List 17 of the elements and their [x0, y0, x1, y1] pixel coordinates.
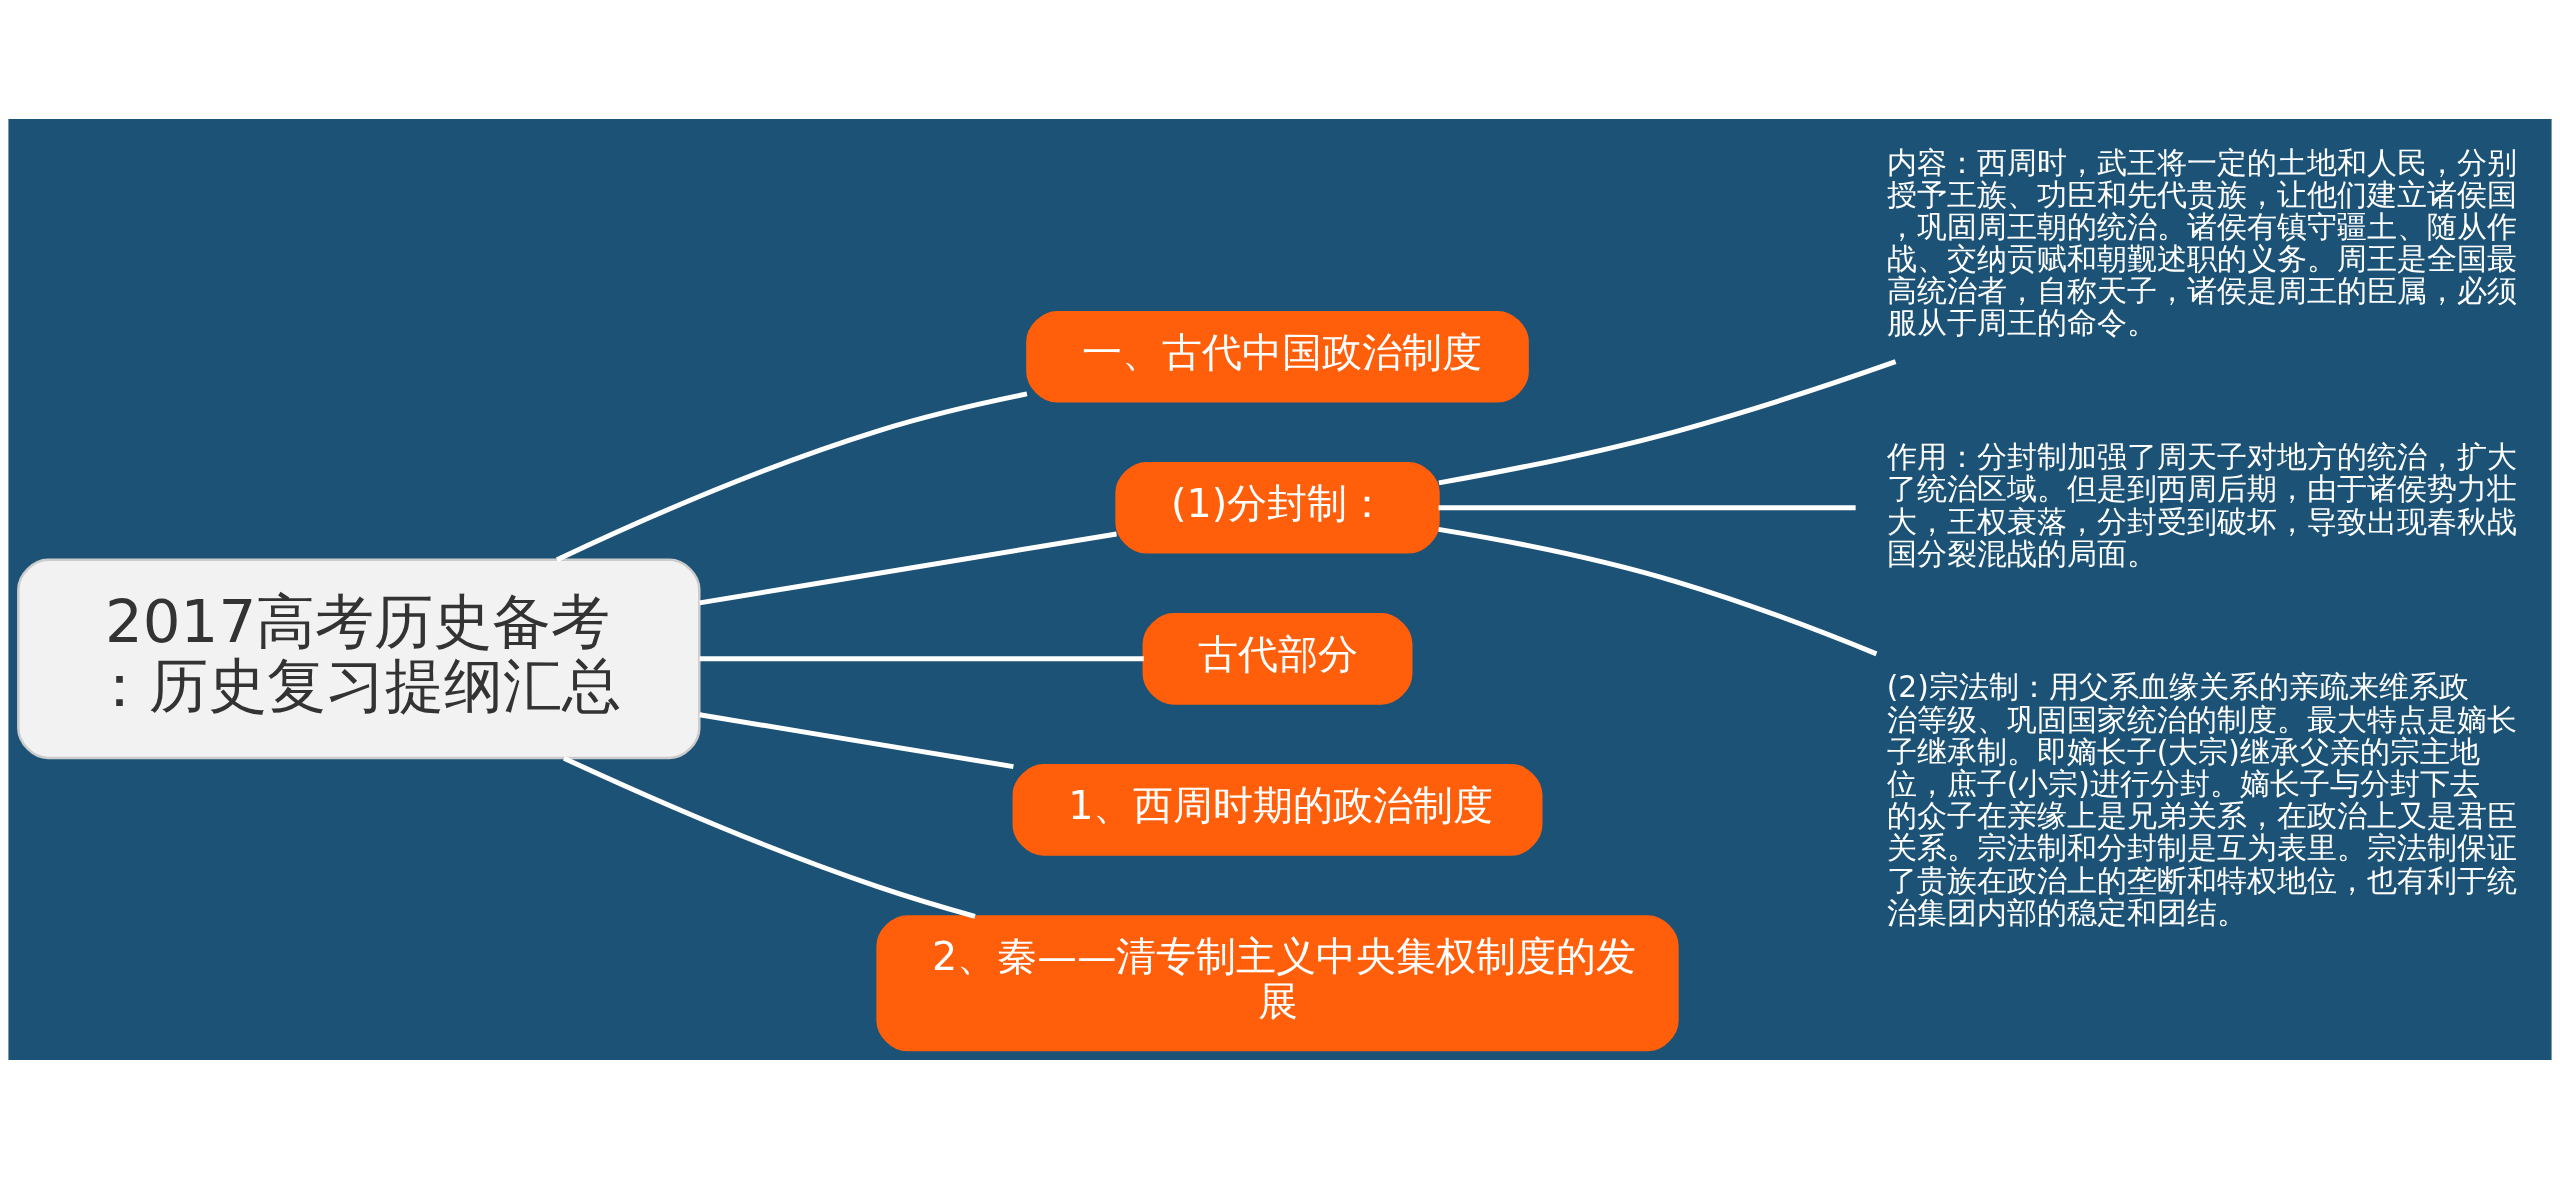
connector — [1438, 526, 1878, 657]
connector — [699, 712, 1014, 770]
connector — [1438, 359, 1897, 486]
connector — [562, 756, 976, 919]
connector — [1438, 505, 1856, 511]
connector — [555, 391, 1028, 562]
node-text: 内容：西周时，武王将一定的土地和人民，分别授予王族、功臣和先代贵族，让他们建立诸侯国，巩固周王朝的统治。诸侯有镇守疆土、随从作战、交纳贡赋和朝觐述职的义务。周王是全国最高统治者，自称天子，诸侯是周王的臣属，必须服从于周王的命令。 — [1886, 144, 2517, 341]
node-box: 一、古代中国政治制度 — [1026, 310, 1529, 403]
node-box: 2017高考历史备考：历史复习提纲汇总 — [17, 558, 701, 760]
connector — [699, 656, 1144, 662]
node-box: 古代部分 — [1142, 613, 1413, 705]
node-text: 作用：分封制加强了周天子对地方的统治，扩大了统治区域。但是到西周后期，由于诸侯势力壮大，王权衰落，分封受到破坏，导致出现春秋战国分裂混战的局面。 — [1886, 439, 2517, 571]
node-box: (1)分封制： — [1115, 461, 1440, 554]
node-box: 2、秦——清专制主义中央集权制度的发展 — [876, 915, 1679, 1052]
connector — [699, 531, 1117, 606]
node-box: 1、西周时期的政治制度 — [1012, 764, 1543, 856]
node-text: (2)宗法制：用父系血缘关系的亲疏来维系政治等级、巩固国家统治的制度。最大特点是嫡长子继承制。即嫡长子(大宗)继承父亲的宗主地位，庶子(小宗)进行分封。嫡长子与分封下去的众子在亲缘上是兄弟关系，在政治上又是君臣关系。宗法制和分封制是互为表里。宗法制保证了贵族在政治上的垄断和特权地位，也有利于统治集团内部的稳定和团结。 — [1886, 669, 2517, 930]
